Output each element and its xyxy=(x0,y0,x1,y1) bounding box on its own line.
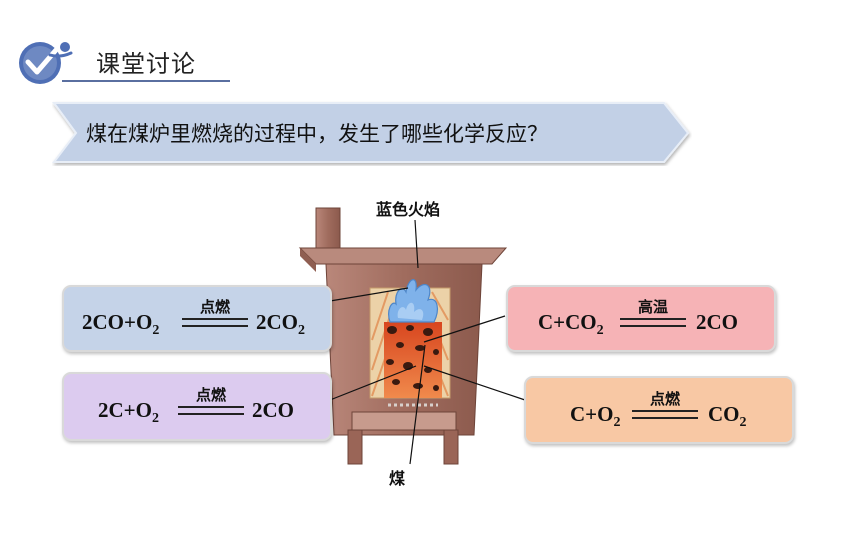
condition-bottom-left: 点燃 xyxy=(195,386,226,404)
condition-bottom-right: 点燃 xyxy=(649,390,680,408)
products-bottom-right: CO2 xyxy=(708,402,747,430)
products-top-right: 2CO xyxy=(696,310,738,334)
equals-sign-bottom-left xyxy=(178,406,244,415)
question-text: 煤在煤炉里燃烧的过程中，发生了哪些化学反应？ xyxy=(86,122,548,146)
section-title: 课堂讨论 xyxy=(96,50,196,78)
title-underline xyxy=(62,80,230,82)
reactants-top-left: 2CO+O2 xyxy=(82,310,160,338)
blue-flame-label: 蓝色火焰 xyxy=(376,200,441,219)
equals-sign-top-left xyxy=(182,318,248,327)
question-banner xyxy=(51,100,692,166)
reactants-bottom-right: C+O2 xyxy=(570,402,621,430)
products-bottom-left: 2CO xyxy=(252,398,294,422)
reactants-bottom-left: 2C+O2 xyxy=(98,398,159,426)
equals-sign-top-right xyxy=(620,318,686,327)
condition-top-right: 高温 xyxy=(637,298,668,316)
products-top-left: 2CO2 xyxy=(256,310,305,338)
equals-sign-bottom-right xyxy=(632,410,698,419)
coal-label: 煤 xyxy=(389,469,406,488)
lesson-logo-icon xyxy=(16,38,76,88)
reactants-top-right: C+CO2 xyxy=(538,310,604,338)
condition-top-left: 点燃 xyxy=(199,298,230,316)
